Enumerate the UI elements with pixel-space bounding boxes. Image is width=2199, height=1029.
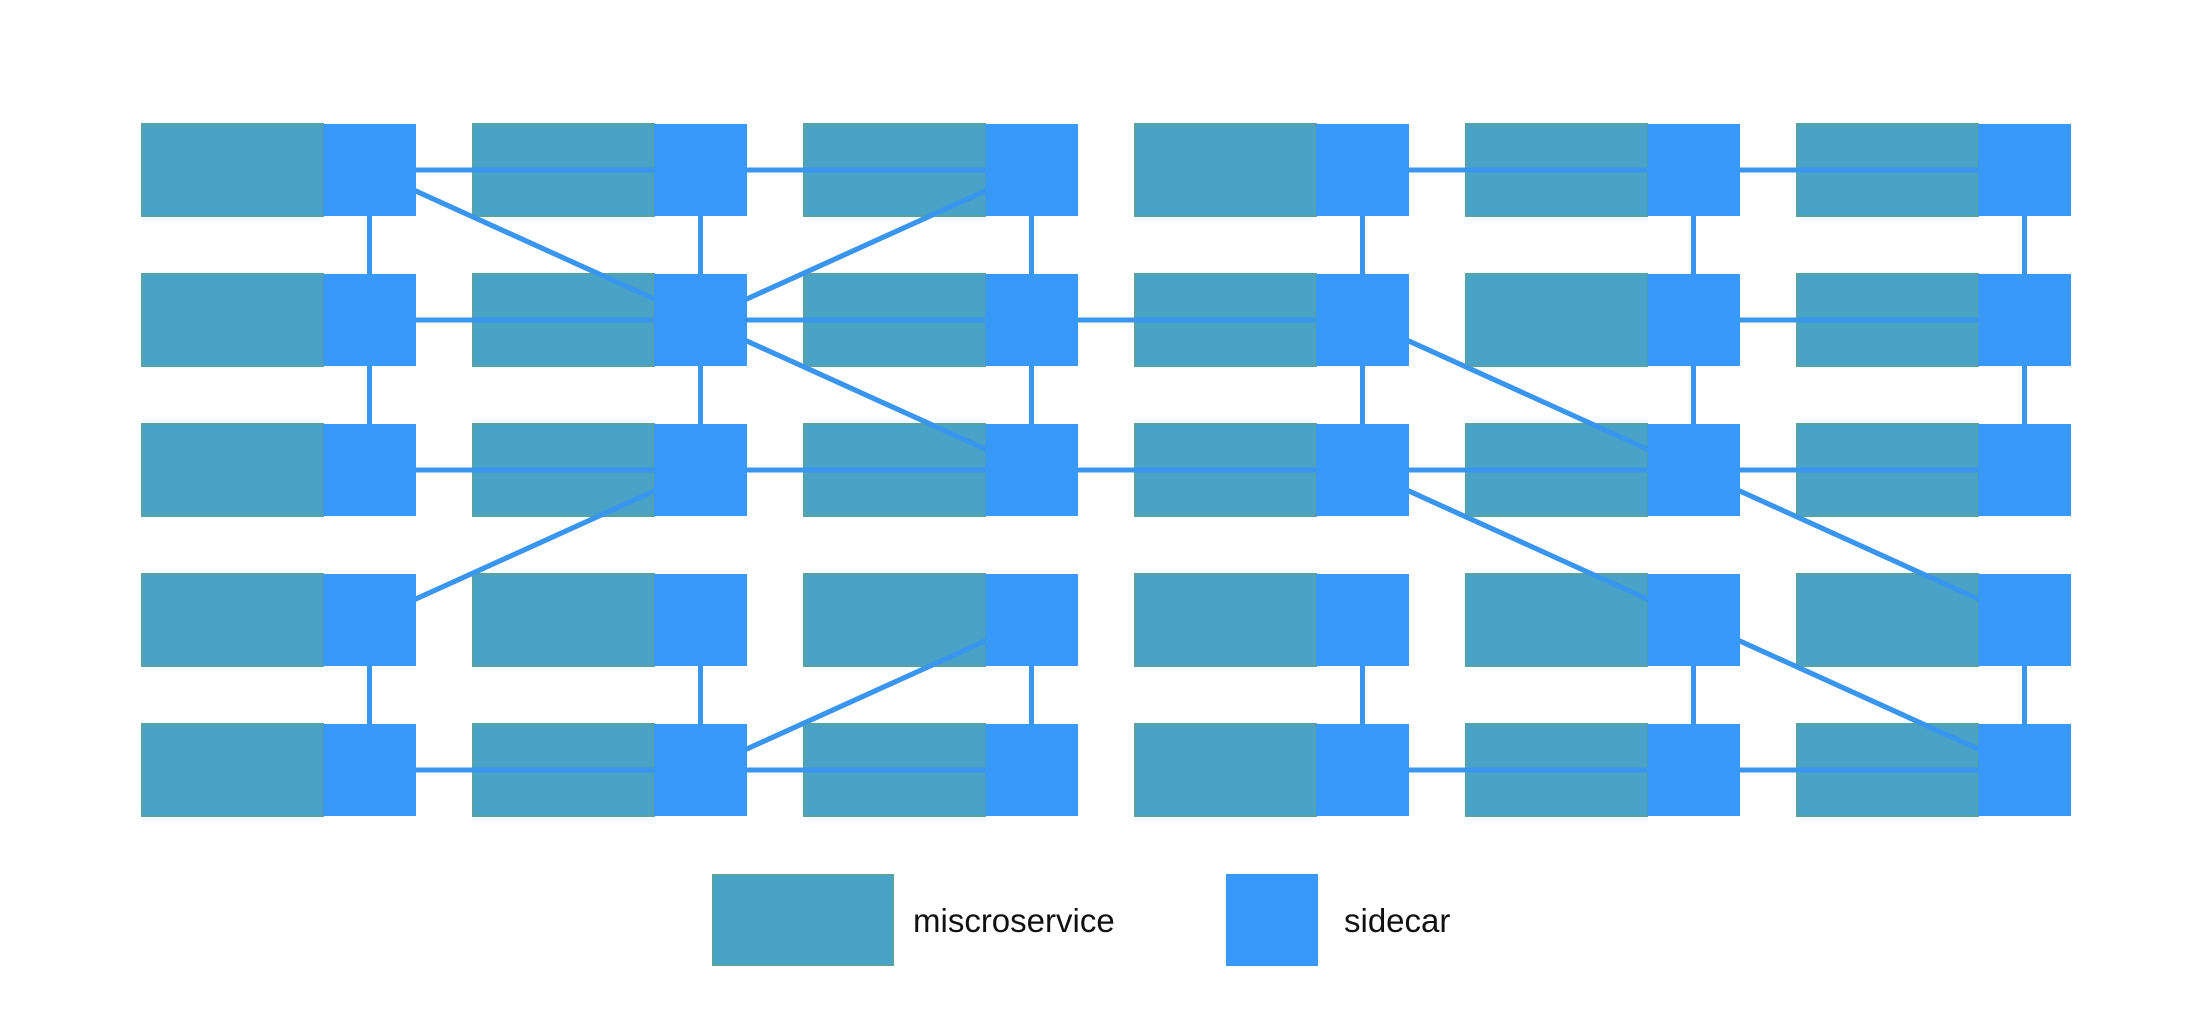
sidecar-box-top [1647, 724, 1740, 816]
mesh-link-overlay [368, 167, 702, 323]
sidecar-box-top [1647, 124, 1740, 216]
mesh-link-overlay [699, 317, 1033, 473]
mesh-link-overlay [699, 617, 1033, 773]
microservice-box [1796, 573, 1979, 667]
sidecar-box-top [323, 124, 416, 216]
sidecar-box-top [323, 724, 416, 816]
microservice-box [1465, 573, 1648, 667]
sidecar-box-top [985, 274, 1078, 366]
microservice-box [141, 273, 324, 367]
nodes-layer [141, 123, 2071, 817]
mesh-link-overlay [699, 167, 1033, 323]
sidecar-box-top [654, 724, 747, 816]
sidecar-box-top [985, 574, 1078, 666]
microservice-box [1134, 123, 1317, 217]
microservice-box [1134, 723, 1317, 817]
sidecar-box-top [1316, 724, 1409, 816]
sidecar-box-top [1978, 724, 2071, 816]
sidecar-box-top [985, 124, 1078, 216]
microservice-box [141, 573, 324, 667]
microservice-box [803, 573, 986, 667]
sidecar-box-top [1978, 424, 2071, 516]
mesh-link-overlay [368, 467, 702, 623]
sidecar-box-top [654, 274, 747, 366]
sidecar-box-top [1978, 124, 2071, 216]
legend-microservice-label: miscroservice [913, 902, 1115, 939]
sidecar-box-top [1316, 574, 1409, 666]
mesh-link-overlay [1361, 317, 1695, 473]
mesh-link-overlay [1361, 467, 1695, 623]
legend-microservice-swatch [712, 874, 894, 966]
sidecar-box-top [1978, 274, 2071, 366]
legend-sidecar-label: sidecar [1344, 902, 1450, 939]
sidecar-box-top [1316, 274, 1409, 366]
sidecar-box-top [1647, 424, 1740, 516]
sidecar-box-top [985, 724, 1078, 816]
sidecar-box-top [1978, 574, 2071, 666]
sidecar-box-top [323, 574, 416, 666]
microservice-box [141, 723, 324, 817]
sidecar-box-top [654, 124, 747, 216]
sidecar-box-top [654, 424, 747, 516]
microservice-box [472, 573, 655, 667]
legend-sidecar-swatch [1226, 874, 1318, 966]
sidecar-box-top [985, 424, 1078, 516]
sidecar-box-top [323, 274, 416, 366]
microservice-box [141, 423, 324, 517]
sidecar-box-top [1316, 424, 1409, 516]
microservice-box [1134, 573, 1317, 667]
legend: miscroservice sidecar [712, 874, 1450, 966]
microservice-box [141, 123, 324, 217]
sidecar-box-top [1316, 124, 1409, 216]
mesh-link-overlay [1692, 617, 2026, 773]
mesh-link-overlay [1692, 467, 2026, 623]
microservice-box [1465, 273, 1648, 367]
sidecar-box-top [323, 424, 416, 516]
sidecar-box-top [654, 574, 747, 666]
sidecar-box-top [1647, 574, 1740, 666]
sidecar-box-top [1647, 274, 1740, 366]
